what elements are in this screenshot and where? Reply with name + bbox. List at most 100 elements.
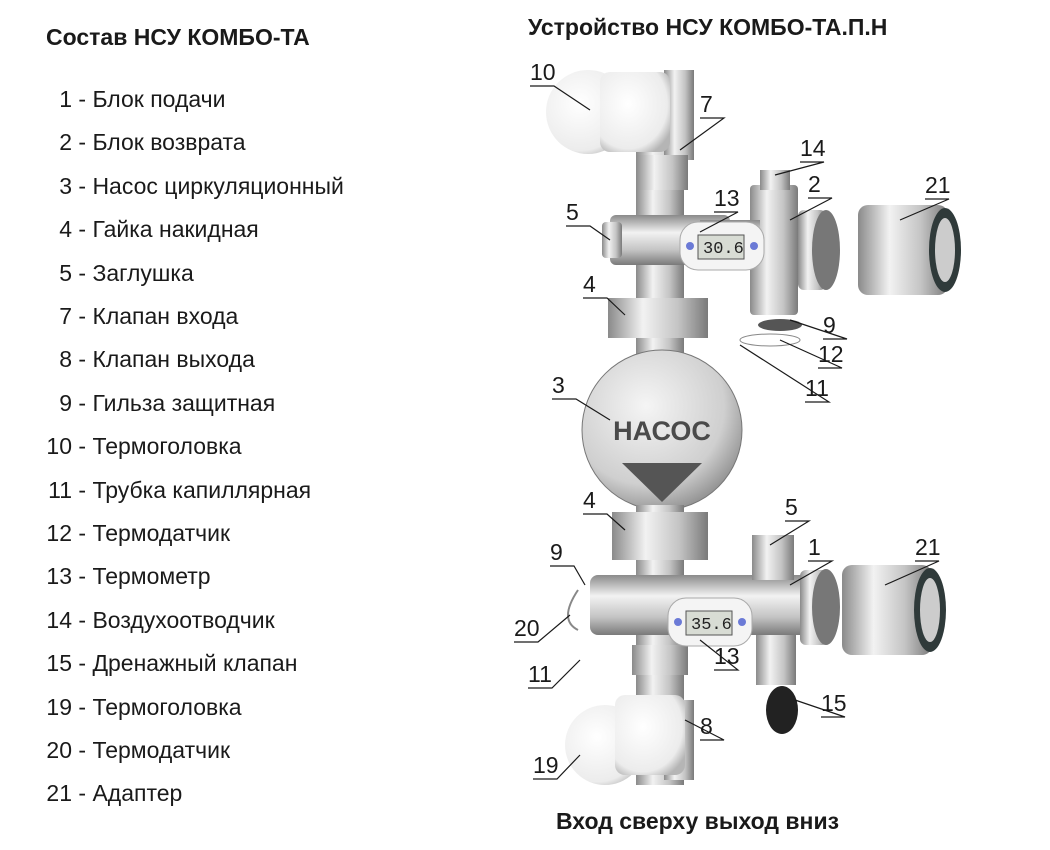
leader-line <box>514 614 571 643</box>
flow-caption: Вход сверху выход вниз <box>556 808 840 834</box>
part-label: - Блок подачи <box>78 86 226 112</box>
callout-number: 7 <box>700 91 713 117</box>
part-item: 5 - Заглушка <box>0 260 194 287</box>
callout-number: 2 <box>808 171 821 197</box>
part-item: 9 - Гильза защитная <box>0 390 275 417</box>
leader-line <box>566 225 611 241</box>
part-item: 10 - Термоголовка <box>0 433 242 460</box>
part-label: - Заглушка <box>78 259 194 286</box>
device-title: Устройство НСУ КОМБО-ТА.П.Н <box>528 14 888 40</box>
callout-number: 9 <box>823 312 836 338</box>
part-item: 1 - Блок подачи <box>0 86 225 113</box>
callout-number: 4 <box>583 487 596 513</box>
leader-line <box>789 319 848 340</box>
leader-line <box>789 560 835 586</box>
part-label: - Трубка капиллярная <box>78 476 312 503</box>
part-item: 14 - Воздухоотводчик <box>0 606 275 634</box>
leader-line <box>794 699 846 718</box>
leader-line <box>699 211 739 233</box>
adapter <box>842 565 946 655</box>
callout-number: 11 <box>528 661 552 687</box>
part-item: 20 - Термодатчик <box>0 737 230 764</box>
part-label: - Термоголовка <box>78 693 242 720</box>
part-label: - Блок возврата <box>78 129 246 156</box>
adapter <box>858 205 961 295</box>
part-item: 12 - Термодатчик <box>0 520 230 547</box>
flow-arrow-icon <box>622 463 702 502</box>
leader-line <box>699 639 740 671</box>
part-number: 3 <box>59 172 72 199</box>
callout-number: 11 <box>805 375 829 401</box>
thermohead-top <box>546 70 670 154</box>
part-number: 14 <box>46 606 72 633</box>
callout-number: 21 <box>915 534 941 560</box>
thermometer-bottom: 35.6 <box>667 597 753 647</box>
part-item: 2 - Блок возврата <box>0 129 246 156</box>
part-label: - Воздухоотводчик <box>78 606 275 633</box>
part-label: - Термодатчик <box>78 520 231 546</box>
part-number: 8 <box>59 346 72 373</box>
plug <box>602 222 622 258</box>
part-number: 19 <box>46 693 72 720</box>
callout-number: 13 <box>714 185 740 211</box>
callout-number: 14 <box>800 135 826 161</box>
leader-line <box>739 344 832 403</box>
leader-line <box>774 161 825 176</box>
part-item: 19 - Термоголовка <box>0 693 242 721</box>
air-vent <box>760 170 790 190</box>
leader-line <box>583 513 626 531</box>
part-item: 21 - Адаптер <box>0 780 182 807</box>
leader-line <box>684 719 725 741</box>
callout-number: 12 <box>818 341 844 367</box>
leader-line <box>779 339 843 369</box>
part-label: - Клапан выхода <box>78 346 255 373</box>
union-nut <box>612 512 708 560</box>
part-number: 15 <box>46 650 72 677</box>
drain-valve <box>756 635 796 685</box>
part-number: 21 <box>46 780 72 807</box>
leader-line <box>769 520 812 546</box>
callout-number: 20 <box>514 615 540 641</box>
callout-number: 4 <box>583 271 596 297</box>
part-item: 11 - Трубка капиллярная <box>0 477 311 504</box>
part-item: 4 - Гайка накидная <box>0 216 259 243</box>
part-item: 13 - Термометр <box>0 563 211 590</box>
thermohead-bottom <box>565 695 685 785</box>
part-label: - Термометр <box>78 563 211 590</box>
part-number: 12 <box>46 520 72 546</box>
part-number: 10 <box>46 433 72 460</box>
part-label: - Гайка накидная <box>78 216 259 243</box>
callout-number: 13 <box>714 643 740 669</box>
leader-line <box>789 197 833 221</box>
callout-number: 5 <box>566 199 579 225</box>
pump: НАСОС <box>581 349 743 511</box>
leader-line <box>533 754 581 780</box>
part-label: - Адаптер <box>78 780 183 807</box>
thermometer-bottom-reading: 35.6 <box>691 616 732 635</box>
part-label: - Термоголовка <box>78 433 242 460</box>
part-label: - Насос циркуляционный <box>78 172 344 199</box>
part-number: 11 <box>48 476 72 503</box>
pump-label: НАСОС <box>613 416 711 446</box>
union-nut <box>608 298 708 338</box>
callout-number: 1 <box>808 534 821 560</box>
part-number: 1 <box>59 86 72 112</box>
thermometer-top-reading: 30.6 <box>703 240 744 259</box>
part-number: 13 <box>46 563 72 590</box>
callout-number: 8 <box>700 713 713 739</box>
leader-line <box>550 565 586 586</box>
thermometer-top: 30.6 <box>679 221 765 271</box>
part-number: 20 <box>46 737 72 763</box>
callout-number: 19 <box>533 752 559 778</box>
part-item: 15 - Дренажный клапан <box>0 650 297 677</box>
callout-number: 3 <box>552 372 565 398</box>
leader-line <box>583 297 626 316</box>
leader-line <box>528 659 581 689</box>
part-label: - Гильза защитная <box>78 389 276 416</box>
callout-number: 10 <box>530 59 556 85</box>
callout-number: 15 <box>821 690 847 716</box>
part-number: 4 <box>59 216 72 243</box>
